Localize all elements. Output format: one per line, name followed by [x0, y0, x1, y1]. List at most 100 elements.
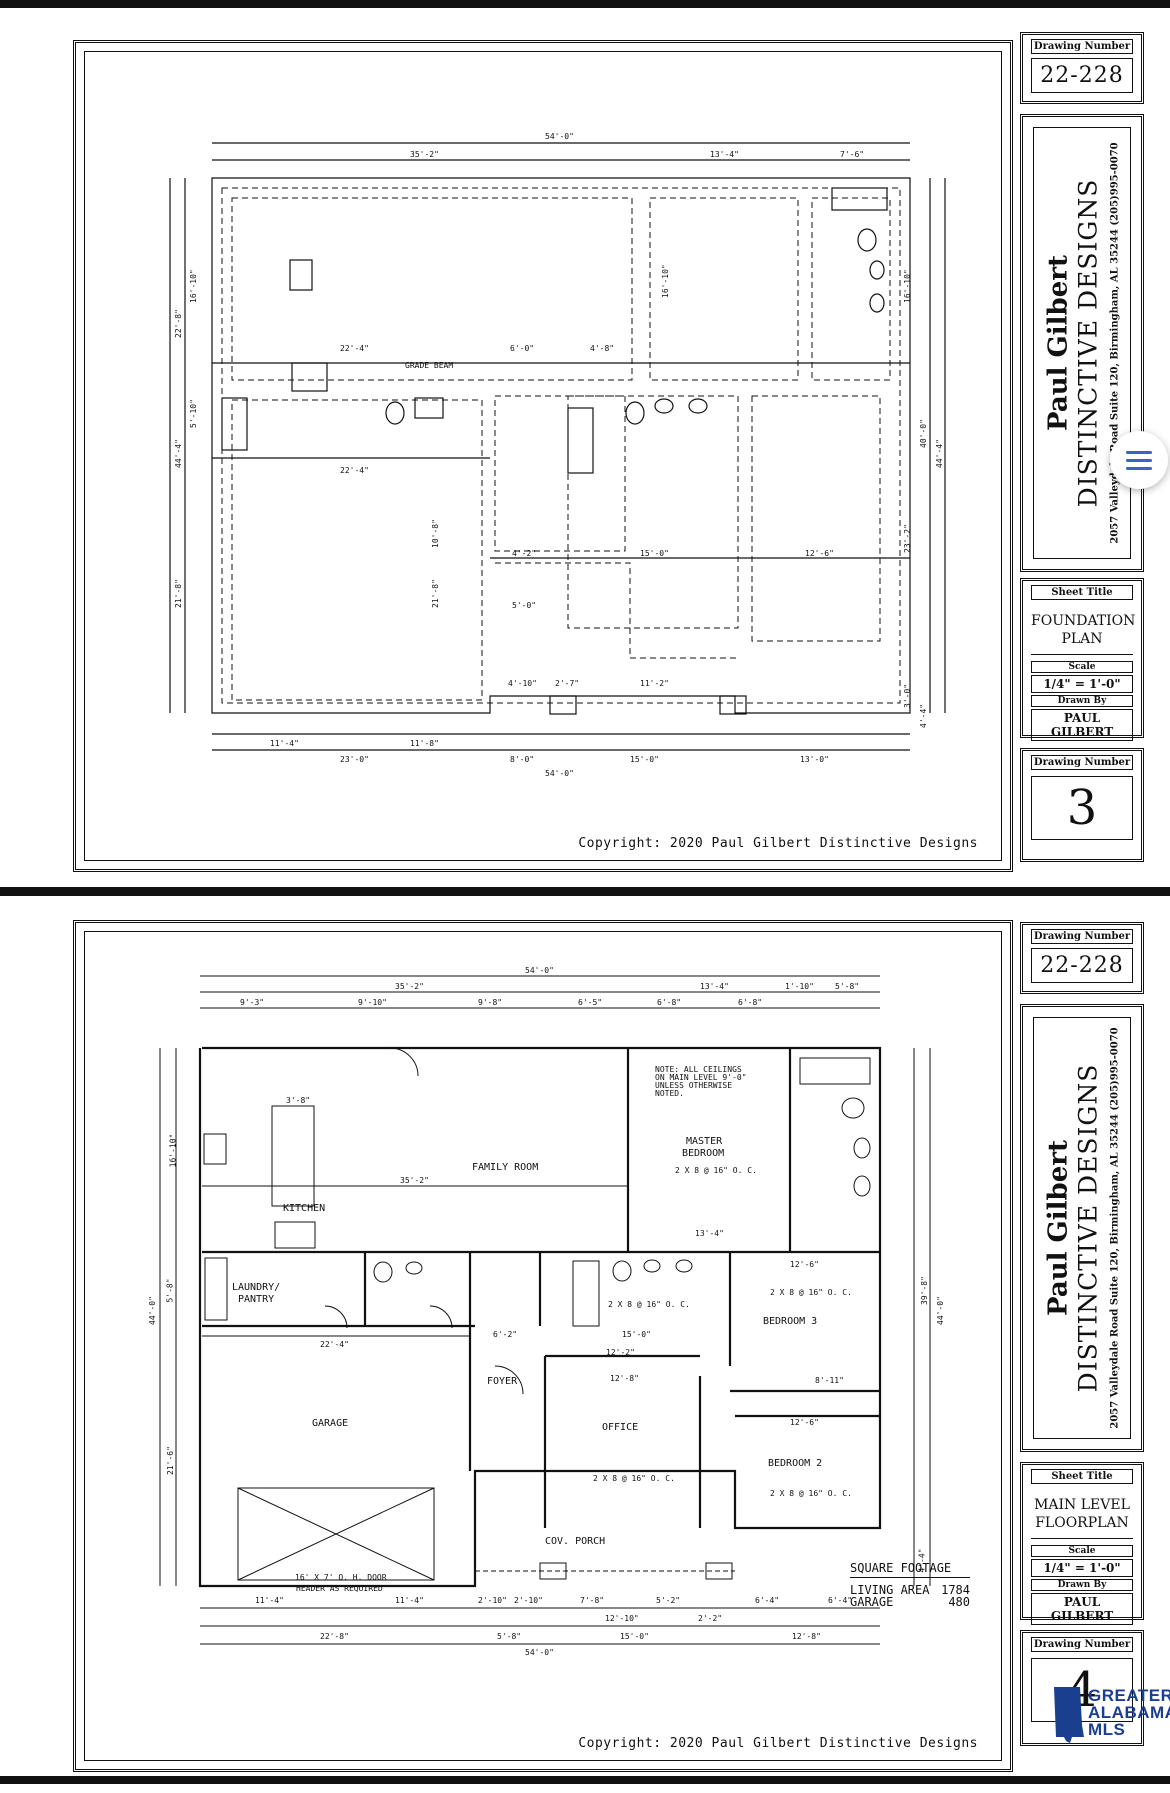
- dim-bottom-h: 2'-10": [514, 1596, 543, 1605]
- sheet-title-box: Sheet Title MAIN LEVEL FLOORPLAN Scale 1…: [1020, 1462, 1144, 1625]
- sheet-title-label: Sheet Title: [1031, 1469, 1133, 1484]
- drawn-by-label: Drawn By: [1031, 695, 1133, 707]
- dim-office-w1: 12'-2": [606, 1348, 635, 1357]
- mls-logo-text: GREATER ALABAMA MLS: [1088, 1687, 1170, 1738]
- dim-top-a: 35'-2": [395, 982, 424, 991]
- company-name: DISTINCTIVE DESIGNS: [1073, 1063, 1103, 1393]
- dim-left-overall: 44'-4": [174, 439, 183, 468]
- dim-overall-bottom: 54'-0": [525, 1648, 554, 1657]
- drawing-frame: Copyright: 2020 Paul Gilbert Distinctive…: [73, 40, 1013, 872]
- dim-bottom-e: 11'-4": [270, 739, 299, 748]
- hamburger-icon-bar: [1126, 466, 1152, 470]
- drawing-number-box: Drawing Number 22-228: [1020, 922, 1144, 994]
- company-address: 2057 Valleydale Road Suite 120, Birmingh…: [1109, 142, 1121, 544]
- dim-bottom-j: 5'-2": [656, 1596, 681, 1605]
- dim-inner-l: 10'-8": [431, 519, 440, 548]
- dim-inner-c: 6'-0": [510, 344, 534, 353]
- menu-button[interactable]: [1110, 431, 1168, 489]
- dim-bottom-g: 2'-10": [478, 1596, 507, 1605]
- sheet-number-box: Drawing Number 3: [1020, 748, 1144, 862]
- room-porch: COV. PORCH: [545, 1536, 606, 1547]
- dim-overall-top: 54'-0": [545, 132, 574, 141]
- dim-top-e: 9'-3": [240, 998, 265, 1007]
- dim-bottom-d: 12'-8": [792, 1632, 821, 1641]
- room-foyer: FOYER: [487, 1376, 518, 1387]
- company-box: Paul Gilbert DISTINCTIVE DESIGNS 2057 Va…: [1020, 114, 1144, 572]
- square-footage-block: SQUARE FOOTAGE LIVING AREA 1784 GARAGE 4…: [850, 1561, 970, 1608]
- dim-bottom-i: 7'-8": [580, 1596, 605, 1605]
- joist-note: 2 X 8 @ 16" O. C.: [770, 1489, 852, 1498]
- drawing-inner-frame: [84, 51, 1002, 861]
- company-name: DISTINCTIVE DESIGNS: [1073, 178, 1103, 508]
- dim-bottom-f: 11'-8": [410, 739, 439, 748]
- dim-left-c: 21'-6": [165, 1446, 175, 1475]
- footing-line: [811, 197, 891, 381]
- drawing-number-box: Drawing Number 22-228: [1020, 32, 1144, 104]
- door-swing: [494, 1365, 524, 1395]
- sheet-title: FOUNDATION PLAN: [1031, 606, 1135, 655]
- dim-bed3-width: 12'-6": [790, 1260, 819, 1269]
- logo-line3: MLS: [1088, 1720, 1126, 1739]
- sheet-title-box: Sheet Title FOUNDATION PLAN Scale 1/4" =…: [1020, 578, 1144, 741]
- vanity: [414, 397, 444, 419]
- garage-door: [237, 1487, 435, 1581]
- sink: [654, 398, 674, 414]
- floorplan-sheet: Copyright: 2020 Paul Gilbert Distinctive…: [0, 896, 1170, 1772]
- hamburger-icon: [1126, 450, 1152, 454]
- dim-bed2-width: 12'-6": [790, 1418, 819, 1427]
- room-garage: GARAGE: [312, 1418, 349, 1429]
- drawn-by-value: PAUL GILBERT: [1031, 709, 1133, 741]
- dim-bottom-n: 2'-2": [698, 1614, 723, 1623]
- living-area-row: LIVING AREA 1784: [850, 1584, 970, 1596]
- dim-left-d: 5'-10": [189, 399, 198, 428]
- vanity: [291, 362, 328, 392]
- room-bedroom-3: BEDROOM 3: [763, 1316, 818, 1327]
- dim-right-overall: 44'-0": [935, 1296, 945, 1325]
- garage-area-label: GARAGE: [850, 1595, 894, 1609]
- dim-garage-width: 22'-4": [320, 1340, 349, 1349]
- joist-note: 2 X 8 @ 16" O. C.: [770, 1288, 852, 1297]
- company-vertical-text: Paul Gilbert DISTINCTIVE DESIGNS 2057 Va…: [1044, 1027, 1121, 1428]
- dim-closet: 8'-11": [815, 1376, 844, 1385]
- sink: [405, 1261, 423, 1275]
- footing-line: [494, 395, 626, 552]
- garage-area-value: 480: [948, 1595, 970, 1609]
- sink: [869, 293, 885, 313]
- tub: [567, 407, 594, 474]
- sheet-title-line2: FLOORPLAN: [1035, 1515, 1129, 1531]
- dim-right-overall: 44'-4": [935, 439, 944, 468]
- room-master-2: BEDROOM: [682, 1148, 725, 1159]
- dim-left-a: 16'-10": [168, 1133, 178, 1168]
- mls-logo: GREATER ALABAMA MLS: [1048, 1685, 1170, 1793]
- room-bedroom-2: BEDROOM 2: [768, 1458, 823, 1469]
- room-laundry-2: PANTRY: [238, 1294, 275, 1305]
- dim-inner-d: 4'-8": [590, 344, 614, 353]
- dim-right-a: 39'-8": [919, 1276, 929, 1305]
- dim-inner-a: 22'-4": [340, 344, 369, 353]
- dim-bottom-c: 15'-0": [630, 755, 659, 764]
- dim-top-i: 6'-8": [657, 998, 682, 1007]
- dim-top-c: 7'-6": [840, 150, 864, 159]
- dim-right-c: 16'-10": [903, 269, 912, 303]
- bathtub: [799, 1057, 871, 1085]
- designer-name: Paul Gilbert: [1043, 255, 1074, 431]
- exterior-wall: [198, 1046, 882, 1588]
- sheet-title-line1: MAIN LEVEL: [1034, 1497, 1130, 1513]
- footing-line: [649, 197, 799, 381]
- footing-line: [495, 562, 740, 659]
- logo-line2: ALABAMA: [1088, 1703, 1170, 1722]
- tub: [572, 1260, 600, 1327]
- dim-inner-k: 11'-2": [640, 679, 669, 688]
- toilet: [373, 1261, 393, 1283]
- toilet: [385, 401, 405, 425]
- dim-inner-b: 22'-4": [340, 466, 369, 475]
- room-office: OFFICE: [602, 1422, 639, 1433]
- dim-office-w2: 12'-8": [610, 1374, 639, 1383]
- dim-inner-h: 5'-0": [512, 601, 536, 610]
- drawing-number-label: Drawing Number: [1031, 929, 1133, 944]
- dim-left-b: 5'-8": [165, 1278, 175, 1303]
- bottom-separator: [0, 1776, 1170, 1784]
- footing-line: [751, 395, 881, 642]
- foundation-plan-drawing: 54'-0" 35'-2" 13'-4" 7'-6" 22'-4" 22'-4"…: [169, 132, 946, 778]
- scale-label: Scale: [1031, 661, 1133, 673]
